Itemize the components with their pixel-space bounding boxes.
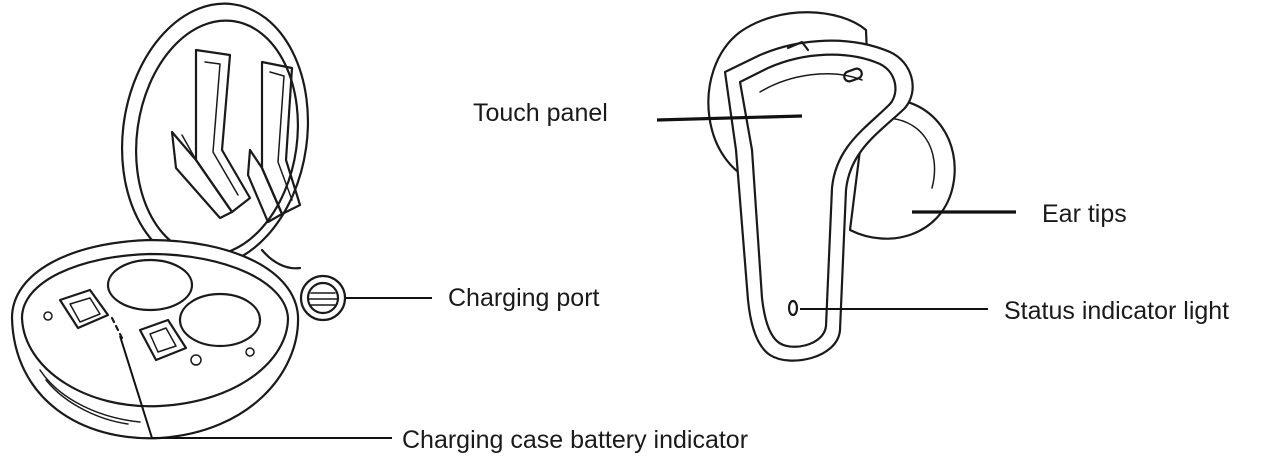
charging-port <box>299 274 347 322</box>
status-indicator-light-label: Status indicator light <box>1004 297 1229 325</box>
charging-port-label: Charging port <box>448 284 600 312</box>
touch-panel-label: Touch panel <box>473 99 608 127</box>
earbud <box>707 11 956 362</box>
case-lid <box>120 2 310 270</box>
status-light <box>787 299 799 317</box>
touch-panel-leader <box>656 114 803 122</box>
ear-tips-label: Ear tips <box>1042 200 1127 228</box>
charging-case-battery-indicator-label: Charging case battery indicator <box>402 426 748 454</box>
charging-case <box>10 2 347 440</box>
battery-indicator-leader <box>119 335 392 439</box>
case-base <box>10 238 300 440</box>
